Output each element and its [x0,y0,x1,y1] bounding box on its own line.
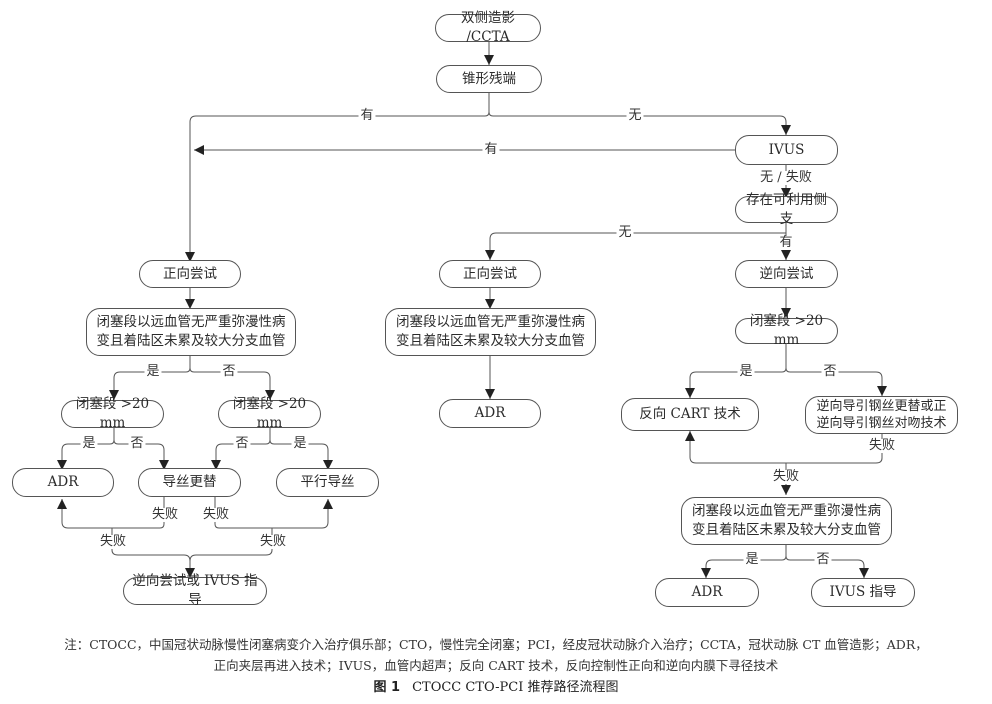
edge-lena-no [113,439,169,470]
label-ivus-has: 有 [482,142,500,157]
label-adr-fail: 失败 [97,534,129,549]
edge-wire-fail-parallel [214,497,333,529]
label-lenb-yes: 是 [291,436,309,451]
label-lena-yes: 是 [80,436,98,451]
figure-number: 图 1 [373,680,401,695]
label-left-no: 否 [220,364,238,379]
label-parallel-fail: 失败 [257,534,289,549]
node-right-distal-check: 闭塞段以远血管无严重弥漫性病 变且着陆区未累及较大分支血管 [681,497,892,545]
edge-rdistal-no [785,555,869,578]
label-stump-has: 有 [358,108,376,123]
label-sidebranch-none: 无 [616,225,634,240]
node-left-distal-check: 闭塞段以远血管无严重弥漫性病 变且着陆区未累及较大分支血管 [86,308,296,356]
node-reverse-cart: 反向 CART 技术 [621,398,759,431]
node-left-adr: ADR [12,468,114,497]
node-mid-adr: ADR [439,399,541,428]
node-left-final: 逆向尝试或 IVUS 指导 [123,573,267,608]
label-lena-no: 否 [128,436,146,451]
figure-caption: 图 1 CTOCC CTO-PCI 推荐路径流程图 [0,676,992,695]
node-retrograde: 逆向尝试 [735,260,838,288]
node-right-length: 闭塞段 >20 mm [735,313,838,348]
label-wiretech-fail: 失败 [866,438,898,453]
edge-lenb-yes [269,439,333,470]
figure-title: CTOCC CTO-PCI 推荐路径流程图 [412,680,619,695]
node-side-branch: 存在可利用侧支 [735,192,838,227]
edge-fail-merge-right [189,528,273,562]
edge-sidebranch-none [485,223,787,260]
node-left-length-b: 闭塞段 >20 mm [218,396,321,431]
edge-stump-none [488,111,791,135]
label-wire-fail-1: 失败 [149,507,181,522]
node-ivus: IVUS [735,135,838,165]
label-ivus-none-fail: 无 / 失败 [758,170,814,185]
edge-stump-has [185,93,490,262]
node-wire-escalation: 导丝更替 [138,468,241,497]
label-cart-fail: 失败 [770,469,802,484]
label-sidebranch-has: 有 [777,235,795,250]
label-rlen-yes: 是 [737,364,755,379]
footnote-line-1: 注：CTOCC，中国冠状动脉慢性闭塞病变介入治疗俱乐部；CTO，慢性完全闭塞；P… [64,637,928,652]
edge-left-distal-no [189,367,275,400]
edge-rlen-no [785,367,887,396]
label-left-yes: 是 [144,364,162,379]
label-rdistal-no: 否 [814,552,832,567]
node-right-adr: ADR [655,578,759,607]
edge-wiretech-fail-cart [685,431,883,464]
node-stump: 锥形残端 [436,65,542,93]
label-rdistal-yes: 是 [743,552,761,567]
label-stump-none: 无 [626,108,644,123]
node-mid-antegrade: 正向尝试 [439,260,541,288]
node-ivus-guide: IVUS 指导 [811,578,915,607]
node-wire-tech: 逆向导引钢丝更替或正 逆向导引钢丝对吻技术 [805,396,958,434]
node-left-antegrade: 正向尝试 [139,260,241,288]
label-rlen-no: 否 [821,364,839,379]
label-wire-fail-2: 失败 [200,507,232,522]
label-lenb-no: 否 [233,436,251,451]
node-mid-distal-check: 闭塞段以远血管无严重弥漫性病 变且着陆区未累及较大分支血管 [385,308,596,356]
node-parallel-wire: 平行导丝 [276,468,379,497]
edge-wire-fail-adr [57,497,165,529]
node-start: 双侧造影 /CCTA [435,10,541,45]
footnote-line-2: 正向夹层再进入技术；IVUS，血管内超声；反向 CART 技术，反向控制性正向和… [213,658,779,673]
node-left-length-a: 闭塞段 >20 mm [61,396,164,431]
edge-fail-merge-left [111,528,195,578]
